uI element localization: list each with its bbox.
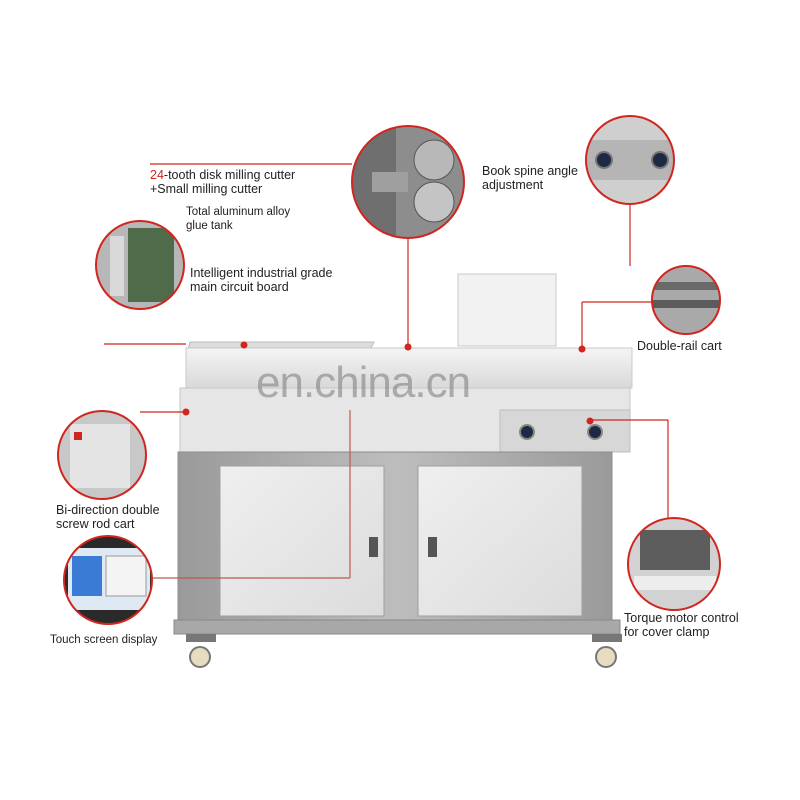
milling-cutter-label: 24-tooth disk milling cutter +Small mill…	[150, 168, 295, 196]
circuit-board-line2: main circuit board	[190, 280, 289, 294]
tooth-count: 24	[150, 168, 164, 182]
spine-angle-label: Book spine angle adjustment	[482, 164, 578, 192]
double-rail-line1: Double-rail cart	[637, 339, 722, 353]
watermark: en.china.cn	[256, 358, 471, 407]
callout-lines	[104, 163, 669, 579]
glue-tank-label: Total aluminum alloy glue tank	[186, 205, 290, 233]
callout-dots	[182, 341, 594, 425]
spine-angle-line1: Book spine angle	[482, 164, 578, 178]
circuit-board-line1: Intelligent industrial grade	[190, 266, 333, 280]
touch-screen-detail	[63, 535, 153, 625]
torque-motor-label: Torque motor control for cover clamp	[624, 611, 739, 639]
touch-screen-line1: Touch screen display	[50, 634, 158, 646]
screw-rod-detail	[57, 410, 147, 500]
milling-cutter-detail	[351, 125, 465, 239]
spine-angle-detail	[585, 115, 675, 205]
milling-cutter-line2: +Small milling cutter	[150, 182, 263, 196]
binding-machine	[173, 273, 633, 668]
torque-motor-detail	[627, 517, 721, 611]
screw-rod-line1: Bi-direction double	[56, 503, 160, 517]
milling-cutter-line1: -tooth disk milling cutter	[163, 168, 296, 182]
screw-rod-line2: screw rod cart	[56, 517, 135, 531]
screw-rod-label: Bi-direction double screw rod cart	[56, 503, 160, 531]
torque-motor-line2: for cover clamp	[624, 625, 710, 639]
double-rail-label: Double-rail cart	[637, 339, 722, 353]
circuit-board-detail	[95, 220, 185, 310]
touch-screen-label: Touch screen display	[50, 633, 157, 647]
glue-tank-line1: Total aluminum alloy	[186, 206, 291, 218]
double-rail-detail	[651, 265, 721, 335]
glue-tank-line2: glue tank	[186, 220, 233, 232]
torque-motor-line1: Torque motor control	[624, 611, 739, 625]
spine-angle-line2: adjustment	[482, 178, 544, 192]
circuit-board-label: Intelligent industrial grade main circui…	[190, 266, 332, 294]
